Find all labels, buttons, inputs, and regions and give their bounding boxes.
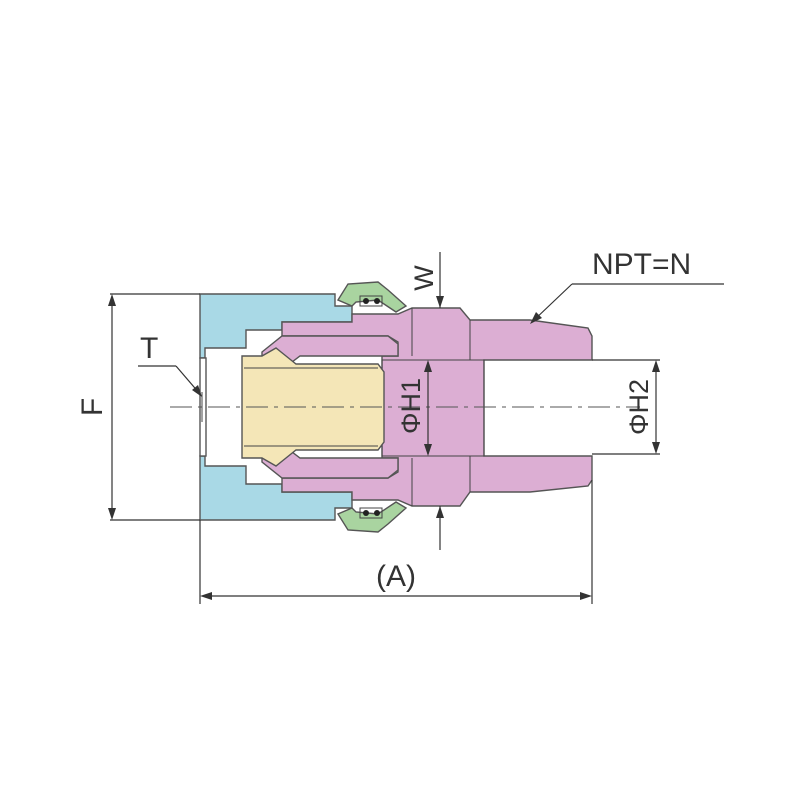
retainer-top [359, 295, 383, 307]
dimension-h2: ΦH2 [592, 359, 660, 455]
dimension-a: (A) [199, 480, 593, 604]
retainer-bottom-dot-1 [363, 510, 369, 516]
seal-rings [336, 281, 408, 533]
dimension-npt: NPT=N [530, 248, 724, 324]
label-t: T [140, 332, 158, 365]
label-f: F [76, 398, 109, 416]
dimension-h1: ΦH1 [396, 360, 432, 456]
label-a: (A) [376, 560, 416, 593]
seal-ring-bottom [336, 501, 408, 533]
retainer-top-dot-1 [363, 298, 369, 304]
label-h1: ΦH1 [396, 378, 426, 434]
retainer-bottom-dot-2 [374, 510, 380, 516]
collet-finger-bottom [261, 451, 399, 479]
label-npt: NPT=N [592, 248, 691, 281]
retainer-top-dot-2 [374, 298, 380, 304]
dimension-f: F [76, 293, 200, 521]
label-h2: ΦH2 [624, 379, 654, 435]
dimension-t: T [138, 332, 202, 397]
seal-ring-top [336, 281, 408, 313]
label-w: W [409, 265, 439, 291]
retainer-bottom [359, 507, 383, 519]
dimension-w: W [409, 252, 444, 550]
